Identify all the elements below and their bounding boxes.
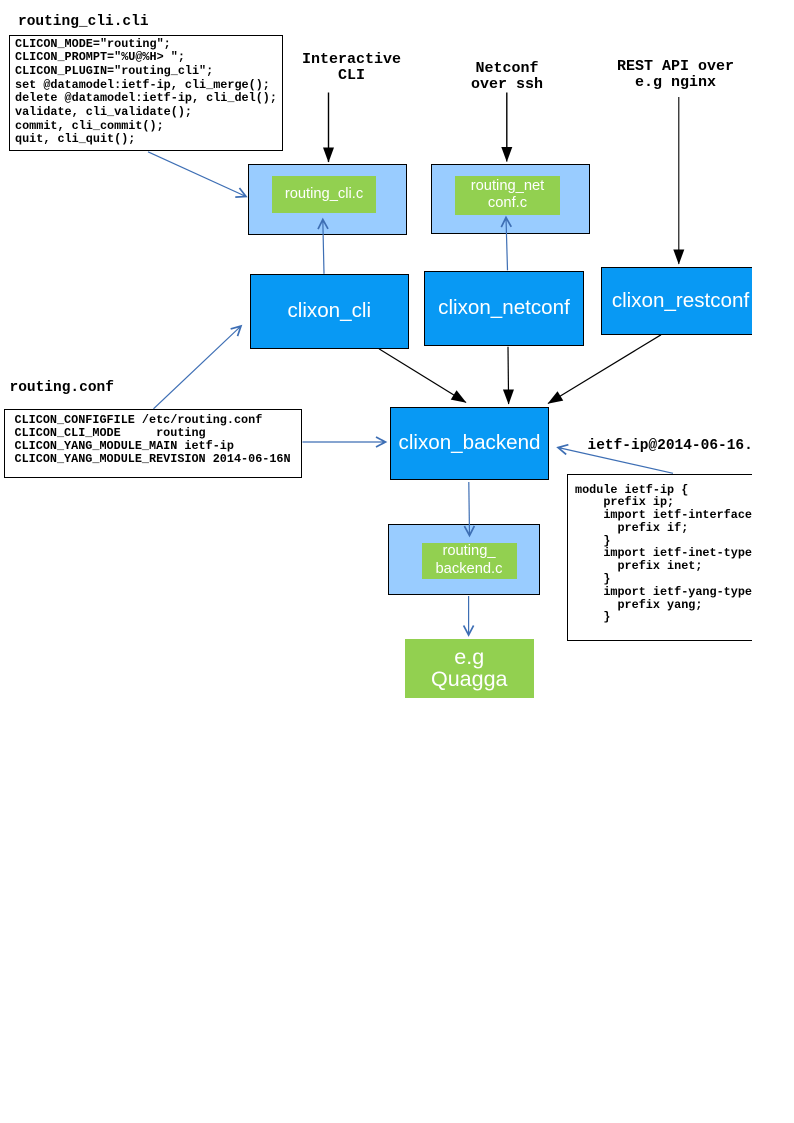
rest-api-label: REST API over e.g nginx [616,57,735,91]
cli-plugin-panel: routing_cli.c [247,164,407,235]
clixon-restconf-node: clixon_restconf [600,266,752,335]
interactive-cli-label: Interactive CLI [301,51,402,85]
routing-netconf-plugin-box: routing_net conf.c [455,175,560,215]
diagram-canvas: routing_cli.cli routing.conf ietf-ip@201… [4,14,753,698]
yang-code-box: module ietf-ip { prefix ip; import ietf-… [567,473,752,641]
cli-spec-file-label: routing_cli.cli [18,14,149,30]
routing-cli-plugin-box: routing_cli.c [272,175,376,213]
cli-spec-code-box: CLICON_MODE="routing"; CLICON_PROMPT="%U… [9,35,283,151]
yang-file-label: ietf-ip@2014-06-16.yang [587,437,753,454]
arrow-cli-to-backend [378,348,467,404]
netconf-plugin-panel: routing_net conf.c [430,164,590,234]
quagga-box: e.g Quagga [405,638,534,698]
conf-file-label: routing.conf [9,379,114,396]
netconf-over-ssh-label: Netconf over ssh [470,59,543,93]
conf-code-box: CLICON_CONFIGFILE /etc/routing.conf CLIC… [4,409,302,478]
clixon-cli-node: clixon_cli [250,274,409,349]
arrow-conf-to-clixon-cli [153,324,243,410]
backend-plugin-panel: routing_ backend.c [388,524,540,595]
clixon-netconf-node: clixon_netconf [424,270,584,346]
routing-backend-plugin-box: routing_ backend.c [421,542,517,579]
clixon-backend-node: clixon_backend [390,406,549,480]
arrow-clispec-to-cli-plugin [147,151,248,198]
arrow-netconf-to-backend [502,346,514,405]
